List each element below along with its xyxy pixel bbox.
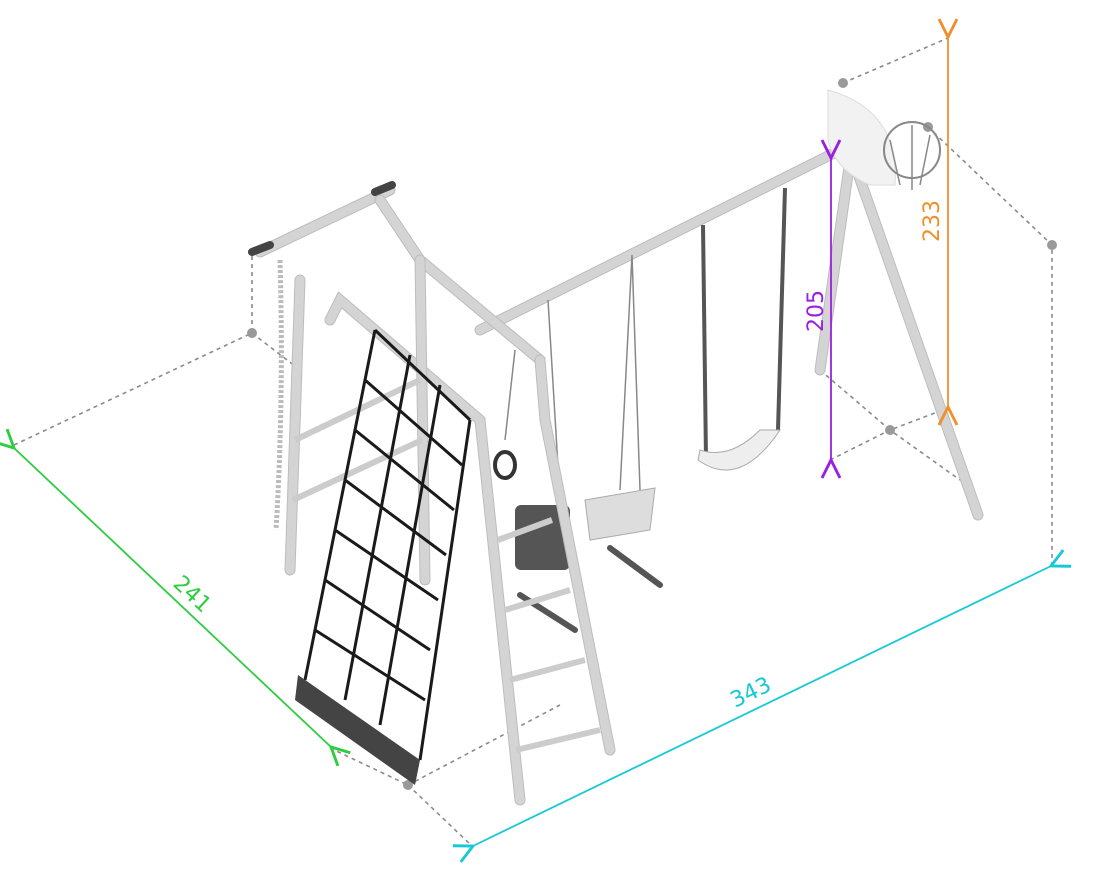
length-label: 343 <box>727 673 776 714</box>
basketball-hoop <box>827 89 941 190</box>
total-height-label: 233 <box>920 200 945 242</box>
bar-height-label: 205 <box>804 290 829 332</box>
depth-label: 241 <box>168 571 216 618</box>
dimension-total-height: 233 <box>920 37 948 407</box>
gym-ring <box>493 450 517 480</box>
climbing-rope <box>273 259 284 531</box>
dimension-depth: 241 <box>14 448 331 747</box>
dimension-bar-height: 205 <box>804 158 831 460</box>
guide-lines <box>13 37 1057 847</box>
